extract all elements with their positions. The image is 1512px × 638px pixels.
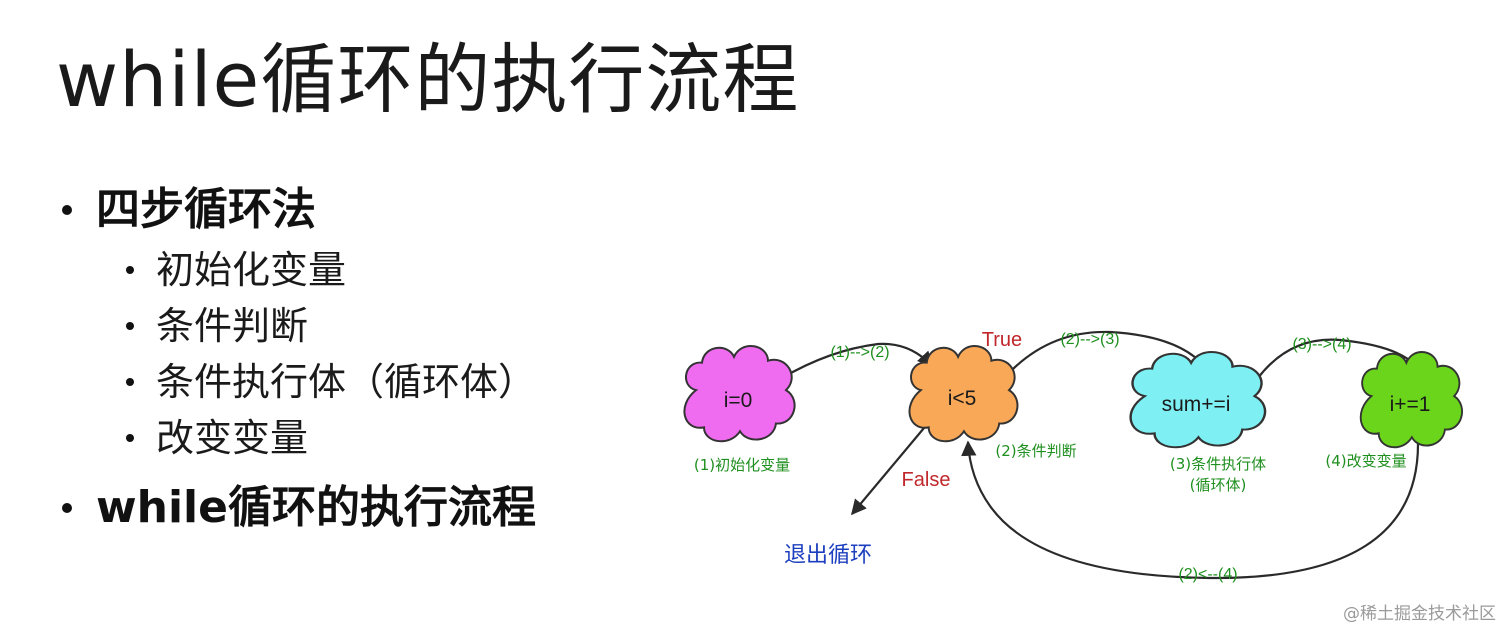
- true-label: True: [982, 329, 1022, 351]
- bullet-step-condition: 条件判断: [58, 298, 536, 354]
- page-title: while循环的执行流程: [56, 35, 800, 124]
- edge-label-4-2: (2)<--(4): [1178, 566, 1237, 583]
- edge-body-to-change: [1257, 338, 1419, 379]
- node-change-caption: (4)改变变量: [1325, 452, 1406, 470]
- node-body-caption-line2: (循环体): [1190, 476, 1247, 494]
- edge-label-2-3: (2)-->(3): [1060, 331, 1119, 348]
- node-body-label: sum+=i: [1162, 393, 1231, 416]
- false-label: False: [902, 469, 951, 491]
- edge-init-to-condition: [781, 342, 934, 379]
- node-condition-caption: (2)条件判断: [995, 442, 1076, 460]
- node-body-caption-line1: (3)条件执行体: [1170, 455, 1266, 473]
- edge-condition-to-body: [1007, 330, 1207, 375]
- bullet-step-init: 初始化变量: [58, 242, 536, 298]
- edge-condition-false-exit: [851, 427, 925, 516]
- bullet-four-step-method: 四步循环法: [58, 178, 536, 242]
- edge-label-3-4: (3)-->(4): [1292, 336, 1351, 353]
- exit-loop-label: 退出循环: [784, 543, 872, 568]
- edge-label-1-2: (1)-->(2): [830, 344, 889, 361]
- node-condition-label: i<5: [948, 387, 977, 410]
- bullet-step-body: 条件执行体（循环体）: [58, 354, 536, 410]
- bullet-step-change: 改变变量: [58, 410, 536, 466]
- node-change-label: i+=1: [1390, 393, 1431, 416]
- bullet-list: 四步循环法 初始化变量 条件判断 条件执行体（循环体） 改变变量 while循环…: [58, 178, 536, 540]
- watermark: @稀土掘金技术社区: [1343, 604, 1496, 624]
- bullet-while-flow: while循环的执行流程: [58, 476, 536, 540]
- node-init-label: i=0: [724, 389, 753, 412]
- edge-change-back-to-condition: [961, 440, 1420, 580]
- node-init-caption: (1)初始化变量: [694, 456, 790, 474]
